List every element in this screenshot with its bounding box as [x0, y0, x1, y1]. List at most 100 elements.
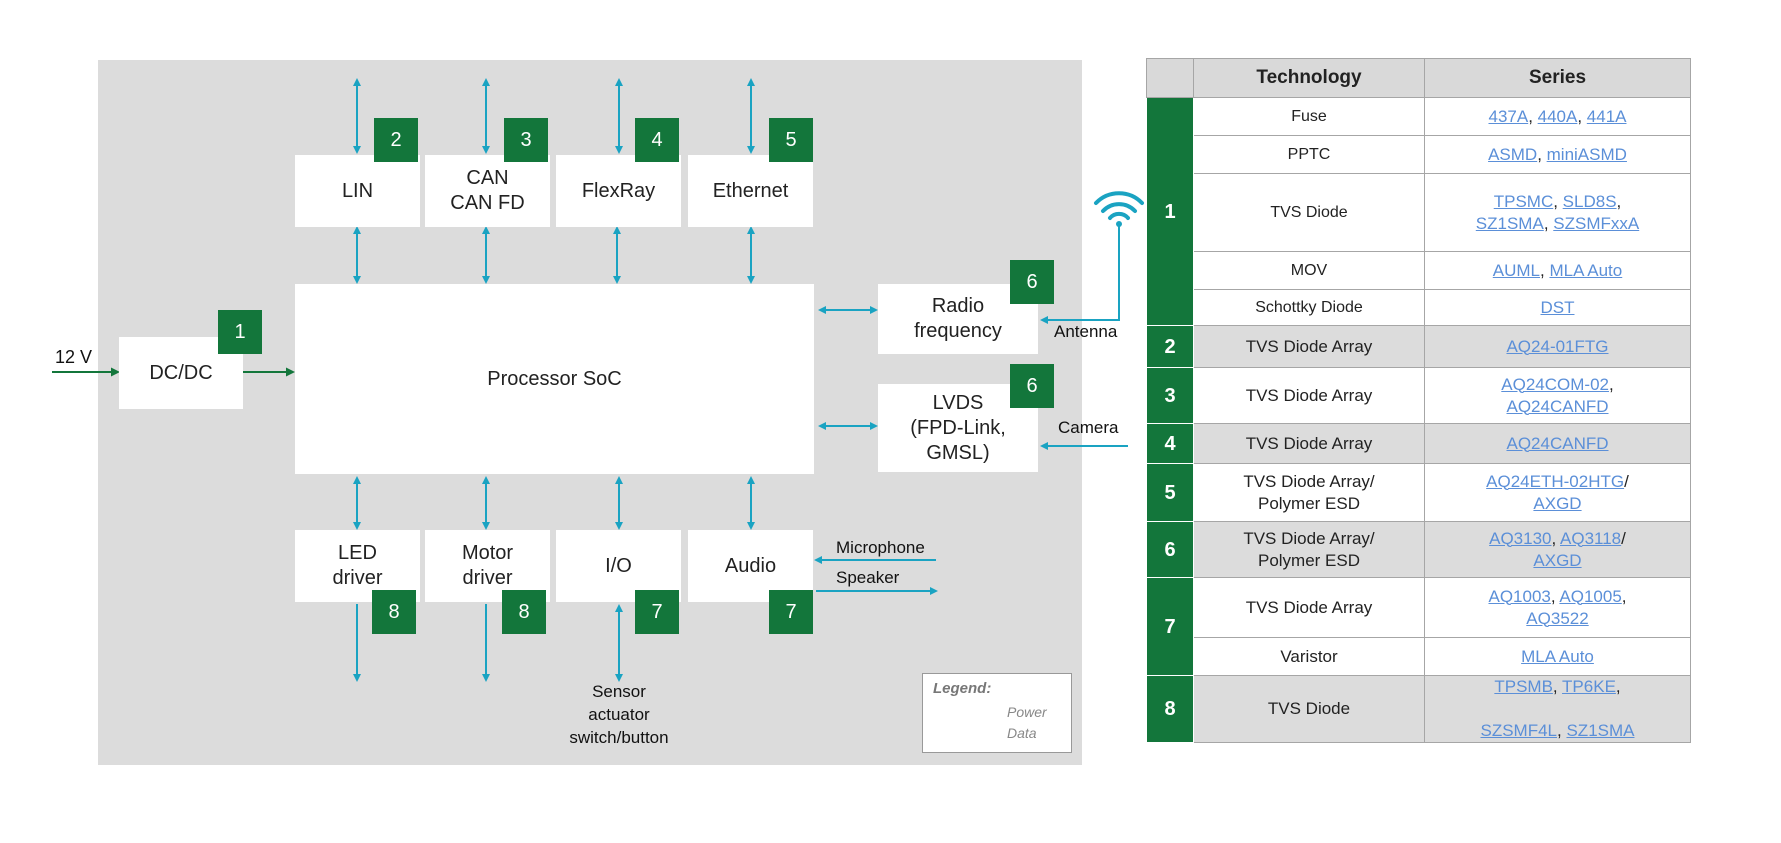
series-link[interactable]: 440A — [1537, 106, 1578, 126]
motor-label-line2: driver — [462, 567, 513, 589]
dcdc-label: DC/DC — [149, 361, 213, 384]
series-cell: AQ24-01FTG — [1424, 325, 1691, 368]
technology-cell: TVS Diode Array — [1193, 367, 1425, 424]
series-link[interactable]: SLD8S — [1562, 191, 1617, 211]
series-link[interactable]: AQ3522 — [1526, 608, 1589, 628]
table-header-row: Technology Series — [1146, 58, 1691, 98]
technology-cell: TVS Diode Array/Polymer ESD — [1193, 463, 1425, 522]
sensor-label-line3: switch/button — [569, 728, 669, 747]
series-link[interactable]: AQ3118 — [1560, 528, 1622, 548]
series-link[interactable]: 437A — [1488, 106, 1529, 126]
series-link[interactable]: SZ1SMA — [1475, 213, 1544, 233]
series-link[interactable]: AQ24CANFD — [1506, 433, 1609, 453]
series-link[interactable]: 441A — [1586, 106, 1627, 126]
series-link[interactable]: TPSMB — [1494, 677, 1553, 696]
series-link[interactable]: AQ24COM-02 — [1501, 374, 1609, 394]
series-link[interactable]: SZSMF4L — [1480, 721, 1558, 740]
technology-cell: MOV — [1193, 251, 1425, 290]
camera-label: Camera — [1058, 418, 1119, 437]
separator: , — [1553, 191, 1563, 211]
group-number: 4 — [1146, 423, 1194, 464]
series-link[interactable]: SZSMFxxA — [1553, 213, 1640, 233]
antenna-line — [1040, 222, 1120, 324]
led-label-line1: LED — [338, 542, 377, 564]
technology-cell: TVS Diode — [1193, 173, 1425, 252]
flexray-label: FlexRay — [581, 179, 656, 202]
separator: , — [1608, 374, 1614, 394]
can-label-line2: CAN FD — [450, 192, 525, 214]
series-link[interactable]: AQ24-01FTG — [1506, 336, 1609, 356]
badge-7-audio: 7 — [769, 590, 813, 634]
legend-data-label: Data — [1007, 725, 1037, 741]
technology-cell: Varistor — [1193, 637, 1425, 676]
soc-label: Processor SoC — [487, 367, 622, 390]
legend-title: Legend: — [933, 680, 992, 697]
series-link[interactable]: AQ24ETH-02HTG — [1486, 471, 1625, 491]
separator: , — [1616, 191, 1622, 211]
table-row: Schottky Diode DST — [1147, 289, 1691, 326]
series-link[interactable]: DST — [1540, 297, 1575, 317]
badge-1: 1 — [218, 310, 262, 354]
series-link[interactable]: AXGD — [1533, 550, 1582, 570]
series-link[interactable]: AQ3130 — [1489, 528, 1552, 548]
badge-8-led: 8 — [372, 590, 416, 634]
processor-soc-block: Processor SoC — [295, 284, 814, 474]
series-cell: AQ24COM-02, AQ24CANFD — [1424, 367, 1691, 424]
series-link[interactable]: ASMD — [1488, 144, 1538, 164]
series-cell: AQ1003, AQ1005, AQ3522 — [1424, 577, 1691, 638]
technology-cell: Fuse — [1193, 97, 1425, 136]
header-series: Series — [1424, 58, 1691, 98]
group-number: 7 — [1146, 577, 1194, 676]
sensor-actuator-label: Sensor actuator switch/button — [554, 680, 684, 749]
series-link[interactable]: TP6KE — [1562, 677, 1616, 696]
series-link[interactable]: AXGD — [1533, 493, 1582, 513]
separator: , — [1615, 677, 1621, 696]
series-link[interactable]: AQ1003 — [1488, 586, 1551, 606]
technology-line1: TVS Diode Array/ — [1243, 471, 1375, 491]
separator: , — [1577, 106, 1587, 126]
io-label: I/O — [605, 554, 632, 577]
badge-3: 3 — [504, 118, 548, 162]
series-link[interactable]: miniASMD — [1546, 144, 1627, 164]
series-link[interactable]: SZ1SMA — [1566, 721, 1635, 740]
wifi-antenna-icon — [1094, 191, 1144, 227]
series-link[interactable]: AQ1005 — [1559, 586, 1622, 606]
series-link[interactable]: MLA Auto — [1521, 646, 1594, 666]
series-cell: TPSMC, SLD8S, SZ1SMA, SZSMFxxA — [1424, 173, 1691, 252]
series-link[interactable]: AQ24CANFD — [1506, 396, 1609, 416]
technology-line2: Polymer ESD — [1257, 550, 1361, 570]
separator: , — [1540, 260, 1550, 280]
separator: , — [1550, 586, 1560, 606]
series-cell: AUML, MLA Auto — [1424, 251, 1691, 290]
badge-8-motor: 8 — [502, 590, 546, 634]
group-number: 8 — [1146, 675, 1194, 743]
technology-cell: PPTC — [1193, 135, 1425, 174]
series-link[interactable]: MLA Auto — [1549, 260, 1623, 280]
technology-line1: TVS Diode Array/ — [1243, 528, 1375, 548]
radio-label-line2: frequency — [914, 320, 1002, 342]
series-link[interactable]: TPSMC — [1493, 191, 1554, 211]
sensor-label-line2: actuator — [588, 705, 650, 724]
series-cell: AQ24CANFD — [1424, 423, 1691, 464]
series-cell: AQ3130, AQ3118/AXGD — [1424, 521, 1691, 578]
audio-label: Audio — [724, 554, 777, 577]
group-number: 3 — [1146, 367, 1194, 424]
separator: , — [1551, 528, 1561, 548]
lin-label: LIN — [341, 179, 374, 202]
header-number — [1146, 58, 1194, 98]
can-label-line1: CAN — [466, 167, 509, 189]
technology-cell: Schottky Diode — [1193, 289, 1425, 326]
input-12v-label: 12 V — [55, 347, 93, 367]
technology-cell: TVS Diode Array — [1193, 423, 1425, 464]
separator: , — [1543, 213, 1554, 233]
badge-4: 4 — [635, 118, 679, 162]
series-link[interactable]: AUML — [1492, 260, 1540, 280]
